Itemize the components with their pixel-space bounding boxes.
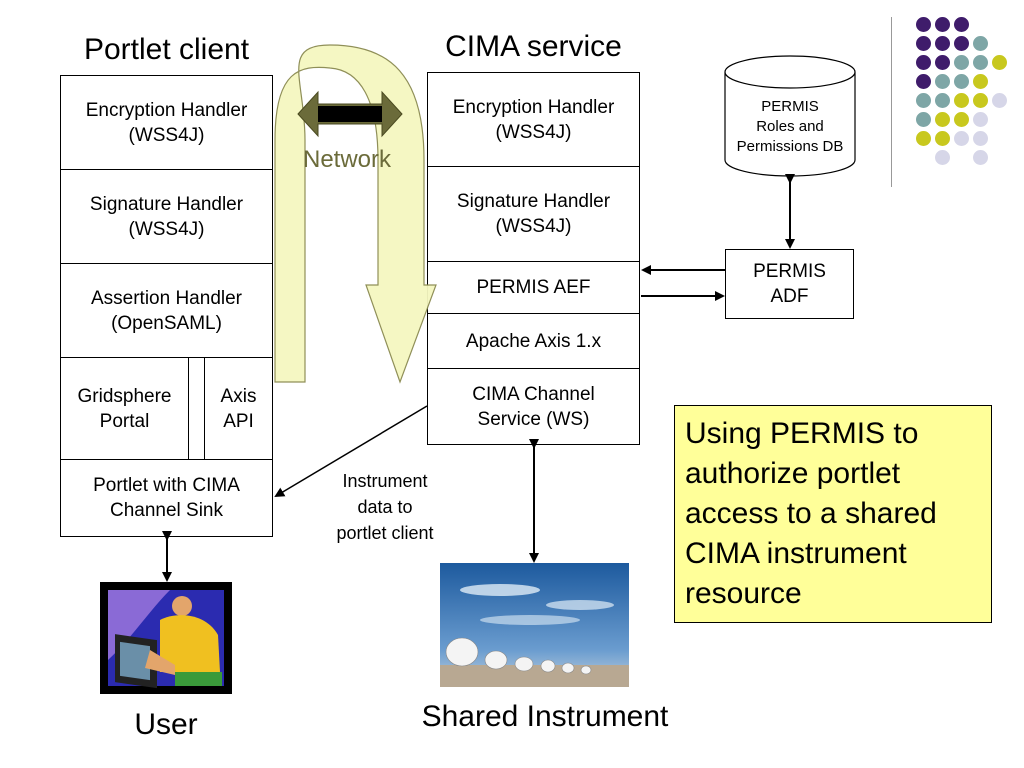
portlet-channel-sink-label: Portlet with CIMA Channel Sink — [93, 475, 240, 521]
dot — [916, 74, 931, 89]
permis-db-label: PERMIS Roles and Permissions DB — [736, 98, 844, 155]
divider-line — [891, 17, 892, 187]
dot — [954, 36, 969, 51]
dot — [916, 131, 931, 146]
service-signature-handler: Signature Handler (WSS4J) — [427, 166, 640, 262]
dot — [935, 36, 950, 51]
dot — [973, 55, 988, 70]
axis-api: Axis API — [204, 357, 273, 460]
dot — [973, 93, 988, 108]
client-encryption-handler: Encryption Handler (WSS4J) — [60, 75, 273, 170]
cima-service-title: CIMA service — [445, 30, 622, 63]
cima-channel-service: CIMA Channel Service (WS) — [427, 368, 640, 445]
service-signature-handler-label: Signature Handler (WSS4J) — [456, 191, 611, 237]
dot — [916, 93, 931, 108]
network-double-arrow — [297, 90, 403, 138]
permis-aef: PERMIS AEF — [427, 261, 640, 314]
dot — [954, 55, 969, 70]
dot — [992, 93, 1007, 108]
service-encryption-handler-label: Encryption Handler (WSS4J) — [452, 96, 615, 143]
client-encryption-handler-label: Encryption Handler (WSS4J) — [85, 99, 248, 146]
dot — [992, 55, 1007, 70]
instrument-data-label: Instrument data to portlet client — [336, 471, 434, 543]
permis-db-cylinder — [724, 55, 856, 177]
user-caption: User — [134, 708, 198, 741]
network-label: Network — [303, 146, 392, 173]
summary-note: Using PERMIS to authorize portlet access… — [674, 405, 992, 623]
dot — [973, 131, 988, 146]
portlet-client-title: Portlet client — [83, 33, 250, 66]
permis-adf-label: PERMIS ADF — [753, 261, 826, 307]
dot — [954, 17, 969, 32]
dot — [973, 112, 988, 127]
apache-axis-label: Apache Axis 1.x — [465, 330, 602, 352]
cima-channel-service-label: CIMA Channel Service (WS) — [472, 383, 595, 430]
user-computer-illustration — [100, 582, 232, 694]
network-arrow — [274, 44, 437, 384]
dot — [916, 17, 931, 32]
permis-aef-label: PERMIS AEF — [476, 277, 591, 298]
dot — [935, 93, 950, 108]
dot — [973, 150, 988, 165]
axis-api-label: Axis API — [220, 385, 257, 432]
dot — [954, 112, 969, 127]
client-signature-handler-label: Signature Handler (WSS4J) — [89, 193, 244, 240]
dot — [916, 55, 931, 70]
gridsphere-portal: Gridsphere Portal — [60, 357, 189, 460]
dot — [973, 36, 988, 51]
service-encryption-handler: Encryption Handler (WSS4J) — [427, 72, 640, 167]
dot — [935, 17, 950, 32]
dot — [935, 150, 950, 165]
client-assertion-handler: Assertion Handler (OpenSAML) — [60, 263, 273, 358]
client-assertion-handler-label: Assertion Handler (OpenSAML) — [90, 287, 243, 334]
portlet-channel-sink: Portlet with CIMA Channel Sink — [60, 459, 273, 537]
dot — [935, 112, 950, 127]
dot — [954, 74, 969, 89]
permis-adf: PERMIS ADF — [725, 249, 854, 319]
dot — [954, 131, 969, 146]
dot — [954, 93, 969, 108]
gridsphere-portal-label: Gridsphere Portal — [77, 385, 172, 432]
shared-instrument-photo — [440, 563, 629, 687]
shared-instrument-caption: Shared Instrument — [421, 700, 669, 733]
dot — [916, 36, 931, 51]
dot — [935, 131, 950, 146]
dot — [935, 55, 950, 70]
dot — [973, 74, 988, 89]
dot — [916, 112, 931, 127]
instrument-data-arrow — [274, 405, 428, 498]
dot — [935, 74, 950, 89]
